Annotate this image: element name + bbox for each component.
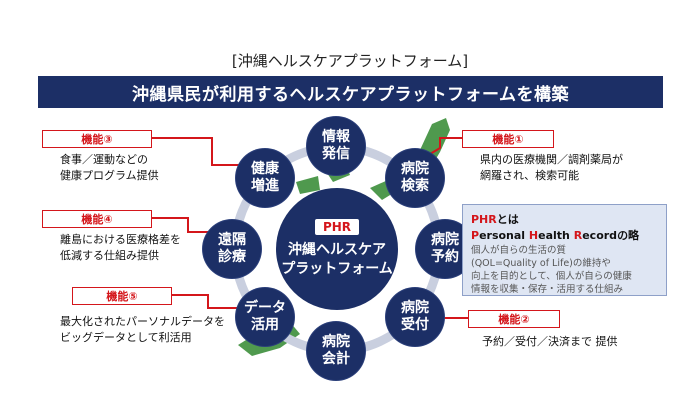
node-hospital-billing: 病院 会計: [307, 322, 365, 380]
function-tag-1: 機能①: [462, 130, 554, 148]
phr-definition-box: PHRとは Personal Health Recordの略 個人が自らの生活の…: [462, 204, 667, 296]
phr-word-suffix: の略: [617, 229, 640, 242]
phr-definition-body: 個人が自らの生活の質 (QOL=Quality of Life)の維持や 向上を…: [471, 245, 632, 295]
node-hospital-reception: 病院 受付: [386, 288, 444, 346]
headline-banner: 沖縄県民が利用するヘルスケアプラットフォームを構築: [38, 76, 663, 108]
phr-word-ecord: ecord: [582, 229, 618, 242]
phr-word-ealth: ealth: [538, 229, 570, 242]
node-data-utilization: データ 活用: [236, 288, 294, 346]
function-desc-2: 予約／受付／決済まで 提供: [482, 335, 618, 348]
function-desc-4: 離島における医療格差を 低減する仕組み提供: [60, 233, 181, 262]
center-hub: PHR 沖縄ヘルスケア プラットフォーム: [276, 188, 398, 310]
node-info-broadcast: 情報 発信: [307, 117, 365, 175]
function-desc-1: 県内の医療機関／調剤薬局が 網羅され、検索可能: [480, 153, 623, 182]
phr-expansion: Personal Health Recordの略: [471, 227, 658, 243]
node-remote-care: 遠隔 診療: [203, 220, 261, 278]
function-desc-3: 食事／運動などの 健康プログラム提供: [60, 153, 159, 182]
phr-initial-h: H: [528, 229, 539, 242]
function-tag-5: 機能⑤: [72, 287, 172, 305]
phr-initial-p: P: [471, 229, 480, 242]
phr-title-suffix: とは: [496, 213, 519, 226]
function-tag-4: 機能④: [42, 210, 152, 228]
function-desc-5: 最大化されたパーソナルデータを ビッグデータとして利活用: [60, 315, 225, 344]
phr-badge: PHR: [314, 219, 360, 235]
node-health-promotion: 健康 増進: [236, 149, 294, 207]
diagram-title: [沖縄ヘルスケアプラットフォーム]: [231, 52, 469, 70]
phr-initial-r: R: [573, 229, 583, 242]
phr-word-ersonal: ersonal: [479, 229, 526, 242]
node-hospital-search: 病院 検索: [386, 149, 444, 207]
phr-definition-title: PHRとは: [471, 211, 658, 227]
function-tag-3: 機能③: [42, 130, 152, 148]
function-tag-2: 機能②: [468, 310, 560, 328]
phr-title-prefix: PHR: [471, 213, 497, 226]
center-label: 沖縄ヘルスケア プラットフォーム: [281, 242, 393, 277]
